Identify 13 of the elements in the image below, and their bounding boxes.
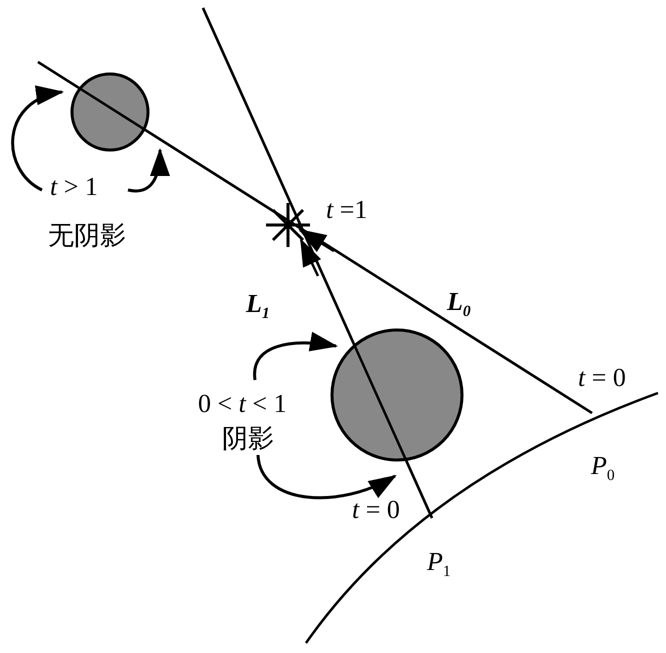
region-label: 阴影 — [222, 425, 274, 454]
parameter-label: t =1 — [326, 196, 368, 225]
region-label: 无阴影 — [48, 222, 126, 251]
parameter-label: t > 1 — [50, 173, 98, 202]
point-label: P$_{0}$ — [591, 452, 615, 484]
line-label: L$_{0}$ — [447, 288, 471, 320]
parameter-label: 0 < t < 1 — [198, 390, 287, 419]
occluder-sphere — [330, 328, 464, 462]
parameter-label: t = 0 — [352, 496, 400, 525]
occluder-sphere — [70, 72, 150, 152]
parameter-label: t = 0 — [578, 364, 626, 393]
point-label: P$_{1}$ — [427, 548, 451, 580]
line-label: L$_{1}$ — [246, 290, 270, 322]
